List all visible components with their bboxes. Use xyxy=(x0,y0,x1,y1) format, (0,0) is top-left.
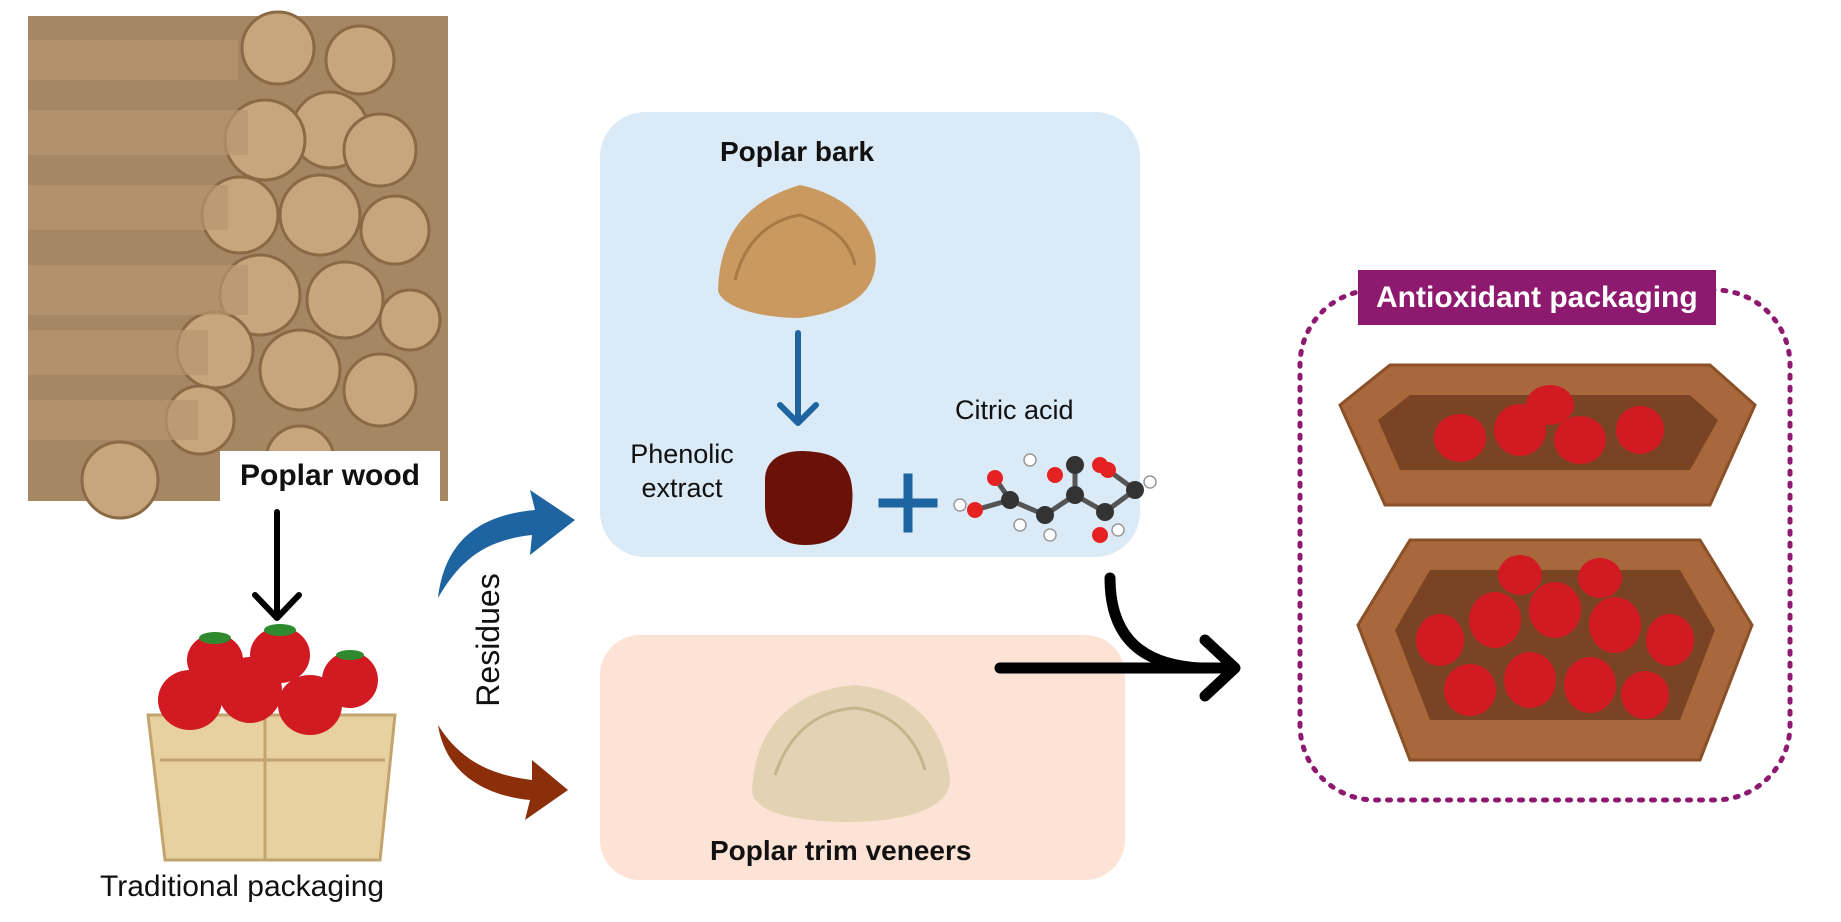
log-pile-icon xyxy=(28,10,448,520)
citric-acid-molecule-icon xyxy=(953,453,1157,543)
arrow-down xyxy=(252,509,302,621)
citric-acid-label: Citric acid xyxy=(955,395,1074,425)
traditional-packaging-label: Traditional packaging xyxy=(100,870,385,903)
blue-curved-arrow xyxy=(438,490,575,598)
antioxidant-packaging-label: Antioxidant packaging xyxy=(1358,270,1716,325)
bark-pile-icon xyxy=(718,185,876,318)
strawberry-basket-icon xyxy=(146,624,397,862)
tray-bottom-icon xyxy=(1356,538,1754,762)
black-arrow-right xyxy=(994,572,1241,702)
poplar-bark-panel xyxy=(600,112,1140,557)
poplar-wood-label: Poplar wood xyxy=(220,451,440,501)
wood-chips-icon xyxy=(752,685,950,822)
blue-arrow-down xyxy=(777,330,819,426)
extract-blob-icon xyxy=(765,450,853,545)
brown-curved-arrow xyxy=(438,725,568,820)
poplar-trim-veneers-label: Poplar trim veneers xyxy=(710,835,972,866)
plus-icon xyxy=(878,473,938,533)
residues-label: Residues xyxy=(470,573,506,707)
poplar-bark-label: Poplar bark xyxy=(720,136,875,167)
tray-top-icon xyxy=(1338,363,1757,507)
phenolic-extract-label: Phenolic extract xyxy=(630,439,734,503)
